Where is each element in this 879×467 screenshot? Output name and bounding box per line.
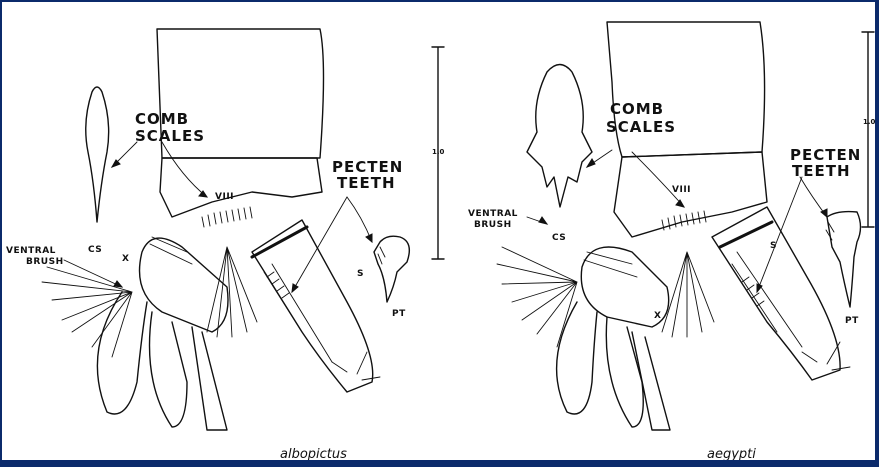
right-segment-label: VIII bbox=[672, 185, 691, 195]
right-pt-label: PT bbox=[845, 316, 859, 326]
figure-frame: COMB SCALES PECTEN TEETH VENTRAL BRUSH V… bbox=[2, 2, 875, 460]
left-cs-label: CS bbox=[88, 245, 102, 255]
right-ventral-brush-label-line1: VENTRAL bbox=[468, 209, 518, 219]
right-caption: aegypti bbox=[707, 447, 756, 460]
left-comb-scales-label-line1: COMB bbox=[135, 110, 189, 128]
left-caption: albopictus bbox=[280, 447, 347, 460]
right-pecten-teeth-label-line2: TEETH bbox=[792, 162, 851, 180]
left-ventral-brush-label-line1: VENTRAL bbox=[6, 246, 56, 256]
right-scale-label: 1.0 bbox=[863, 118, 875, 126]
right-siphon-label: S bbox=[770, 241, 777, 251]
left-scale-label: 1.0 bbox=[432, 148, 445, 156]
left-segment-label: VIII bbox=[215, 192, 234, 202]
left-pt-label: PT bbox=[392, 309, 406, 319]
right-comb-scales-label-line2: SCALES bbox=[606, 118, 676, 136]
larva-comparison-diagram: COMB SCALES PECTEN TEETH VENTRAL BRUSH V… bbox=[2, 2, 875, 460]
left-larva-drawing bbox=[42, 29, 444, 430]
right-comb-scales-label-line1: COMB bbox=[610, 100, 664, 118]
left-ventral-brush-label-line2: BRUSH bbox=[26, 257, 64, 267]
right-cs-label: CS bbox=[552, 233, 566, 243]
left-pecten-teeth-label-line2: TEETH bbox=[337, 174, 396, 192]
left-comb-scales-label-line2: SCALES bbox=[135, 127, 205, 145]
right-larva-drawing bbox=[497, 22, 874, 430]
left-segment-x-label: X bbox=[122, 254, 129, 264]
right-ventral-brush-label-line2: BRUSH bbox=[474, 220, 512, 230]
right-segment-x-label: X bbox=[654, 311, 661, 321]
left-siphon-label: S bbox=[357, 269, 364, 279]
